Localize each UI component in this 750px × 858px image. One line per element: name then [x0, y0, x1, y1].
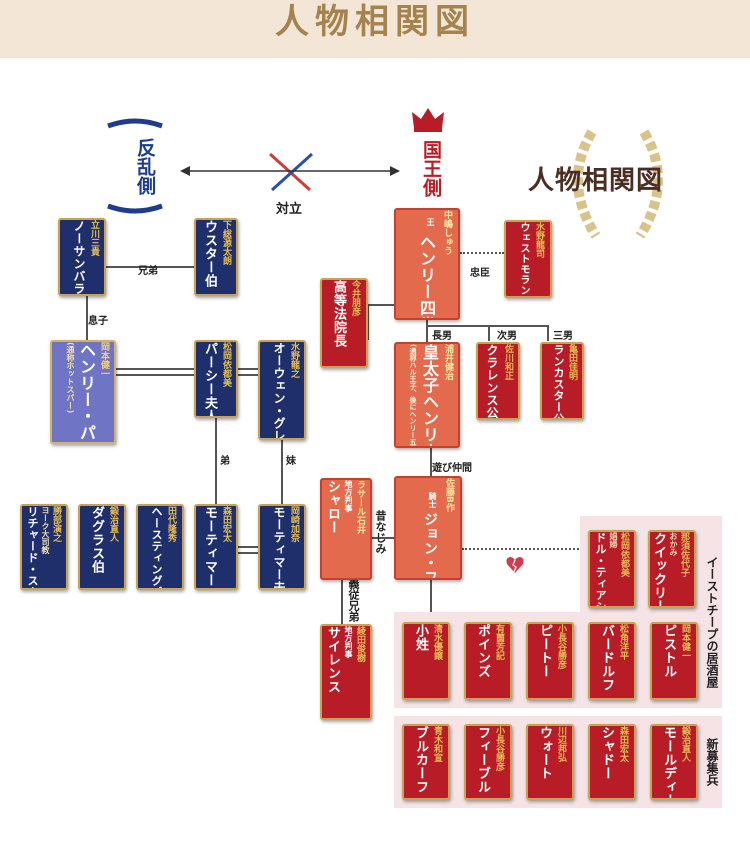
character-feeble[interactable]: 小長谷勝彦 フィーブル — [464, 724, 512, 800]
relation-brothers: 兄弟 — [138, 266, 158, 277]
character-prince-hal[interactable]: 浦井健治 皇太子ヘンリー (通称ハル王子、後にヘンリー五世) — [394, 342, 460, 448]
character-page[interactable]: 清水優譲 小姓 — [402, 622, 450, 700]
character-bullcalf[interactable]: 青木和宣 ブルカーフ — [402, 724, 450, 800]
character-chief-justice[interactable]: 今井朋彦 高等法院長 — [320, 278, 368, 368]
relation-cousins: 義従兄弟 — [347, 578, 360, 622]
recruits-group-label: 新募集兵 — [705, 738, 719, 786]
character-douglas[interactable]: 鍛治直人 ダグラス伯 — [78, 504, 126, 590]
broken-heart-icon — [506, 557, 524, 573]
character-falstaff[interactable]: 佐藤B作 騎士 ジョン・フォールスタッフ — [394, 476, 462, 580]
character-henry-iv[interactable]: 中嶋しゅう 王 ヘンリー四世 — [394, 208, 460, 320]
character-shallow[interactable]: ラサール石井 地方判事 シャロー — [320, 478, 372, 580]
character-northumberland[interactable]: 立川三貴 ノーサンバランド伯 — [58, 218, 106, 296]
relation-third-son: 三男 — [553, 331, 573, 342]
character-poins[interactable]: 有薗芳記 ポインズ — [464, 622, 512, 700]
page-title: 人物相関図 — [275, 2, 475, 42]
character-pistol[interactable]: 岡本健一 ピストル — [650, 622, 698, 700]
character-worcester[interactable]: 下総源太朗 ウスター伯 — [194, 218, 238, 296]
relation-loyal-vassal: 忠臣 — [470, 268, 490, 279]
character-silence[interactable]: 綾田俊樹 地方判事 サイレンス — [320, 624, 372, 720]
relation-playmates: 遊び仲間 — [432, 463, 472, 474]
rebels-banner-icon — [107, 118, 163, 214]
header-bar: 人物相関図 — [0, 0, 750, 58]
conflict-arrow — [180, 166, 400, 176]
relation-younger-brother: 弟 — [220, 456, 230, 467]
character-peto[interactable]: 小長谷勝彦 ピートー — [526, 622, 574, 700]
tavern-group-label: イーストチープの居酒屋 — [705, 556, 719, 688]
royal-camp-label: 国王側 — [420, 140, 442, 197]
character-scroop[interactable]: 勝部演之 ヨーク大司教 リチャード・スクループ — [20, 504, 68, 590]
character-wart[interactable]: 川辺邦弘 ウォート — [526, 724, 574, 800]
character-glendower[interactable]: 水野龍之 オーウェン・グレンダワー — [258, 340, 306, 440]
character-bardolph[interactable]: 松角洋平 バードルフ — [588, 622, 636, 700]
rebels-camp-label: 反乱側 — [134, 138, 156, 195]
relation-younger-sister: 妹 — [286, 456, 296, 467]
character-quickly[interactable]: 那須佐代子 おかみ クイックリー — [648, 530, 696, 608]
conflict-label: 対立 — [276, 202, 303, 217]
character-lady-percy[interactable]: 松岡依都美 パーシー夫人 — [194, 340, 238, 418]
relation-old-acquaintance: 昔なじみ — [374, 510, 387, 554]
crown-icon — [412, 108, 444, 132]
laurel-wreath-icon — [572, 129, 664, 239]
relation-second-son: 次男 — [497, 331, 517, 342]
character-lancaster[interactable]: 亀田佳明 ランカスター公ジョン — [540, 342, 584, 420]
character-shadow[interactable]: 森田宏太 シャドー — [588, 724, 636, 800]
relation-eldest-son: 長男 — [432, 331, 452, 342]
relation-son: 息子 — [88, 316, 108, 327]
character-clarence[interactable]: 佐川和正 クラレンス公トマス — [476, 342, 520, 420]
character-mouldy[interactable]: 鍛治直人 モールディー — [650, 724, 698, 800]
logo-title: 人物相関図 — [528, 166, 664, 196]
character-doll-tearsheet[interactable]: 松岡依都美 娼婦 ドル・ティアシート — [588, 530, 636, 608]
character-hastings[interactable]: 田代隆秀 ヘースティングズ卿 — [136, 504, 184, 590]
character-hotspur[interactable]: 岡本健一 ヘンリー・パーシー (通称ホットスパー) — [50, 340, 116, 444]
crossed-swords-icon — [268, 152, 314, 192]
character-westmoreland[interactable]: 水野龍司 ウェストモランド伯 — [504, 220, 552, 298]
character-mortimer[interactable]: 森田宏太 モーティマー — [194, 504, 238, 590]
character-lady-mortimer[interactable]: 岡崎加奈 モーティマー夫人 — [258, 504, 306, 590]
